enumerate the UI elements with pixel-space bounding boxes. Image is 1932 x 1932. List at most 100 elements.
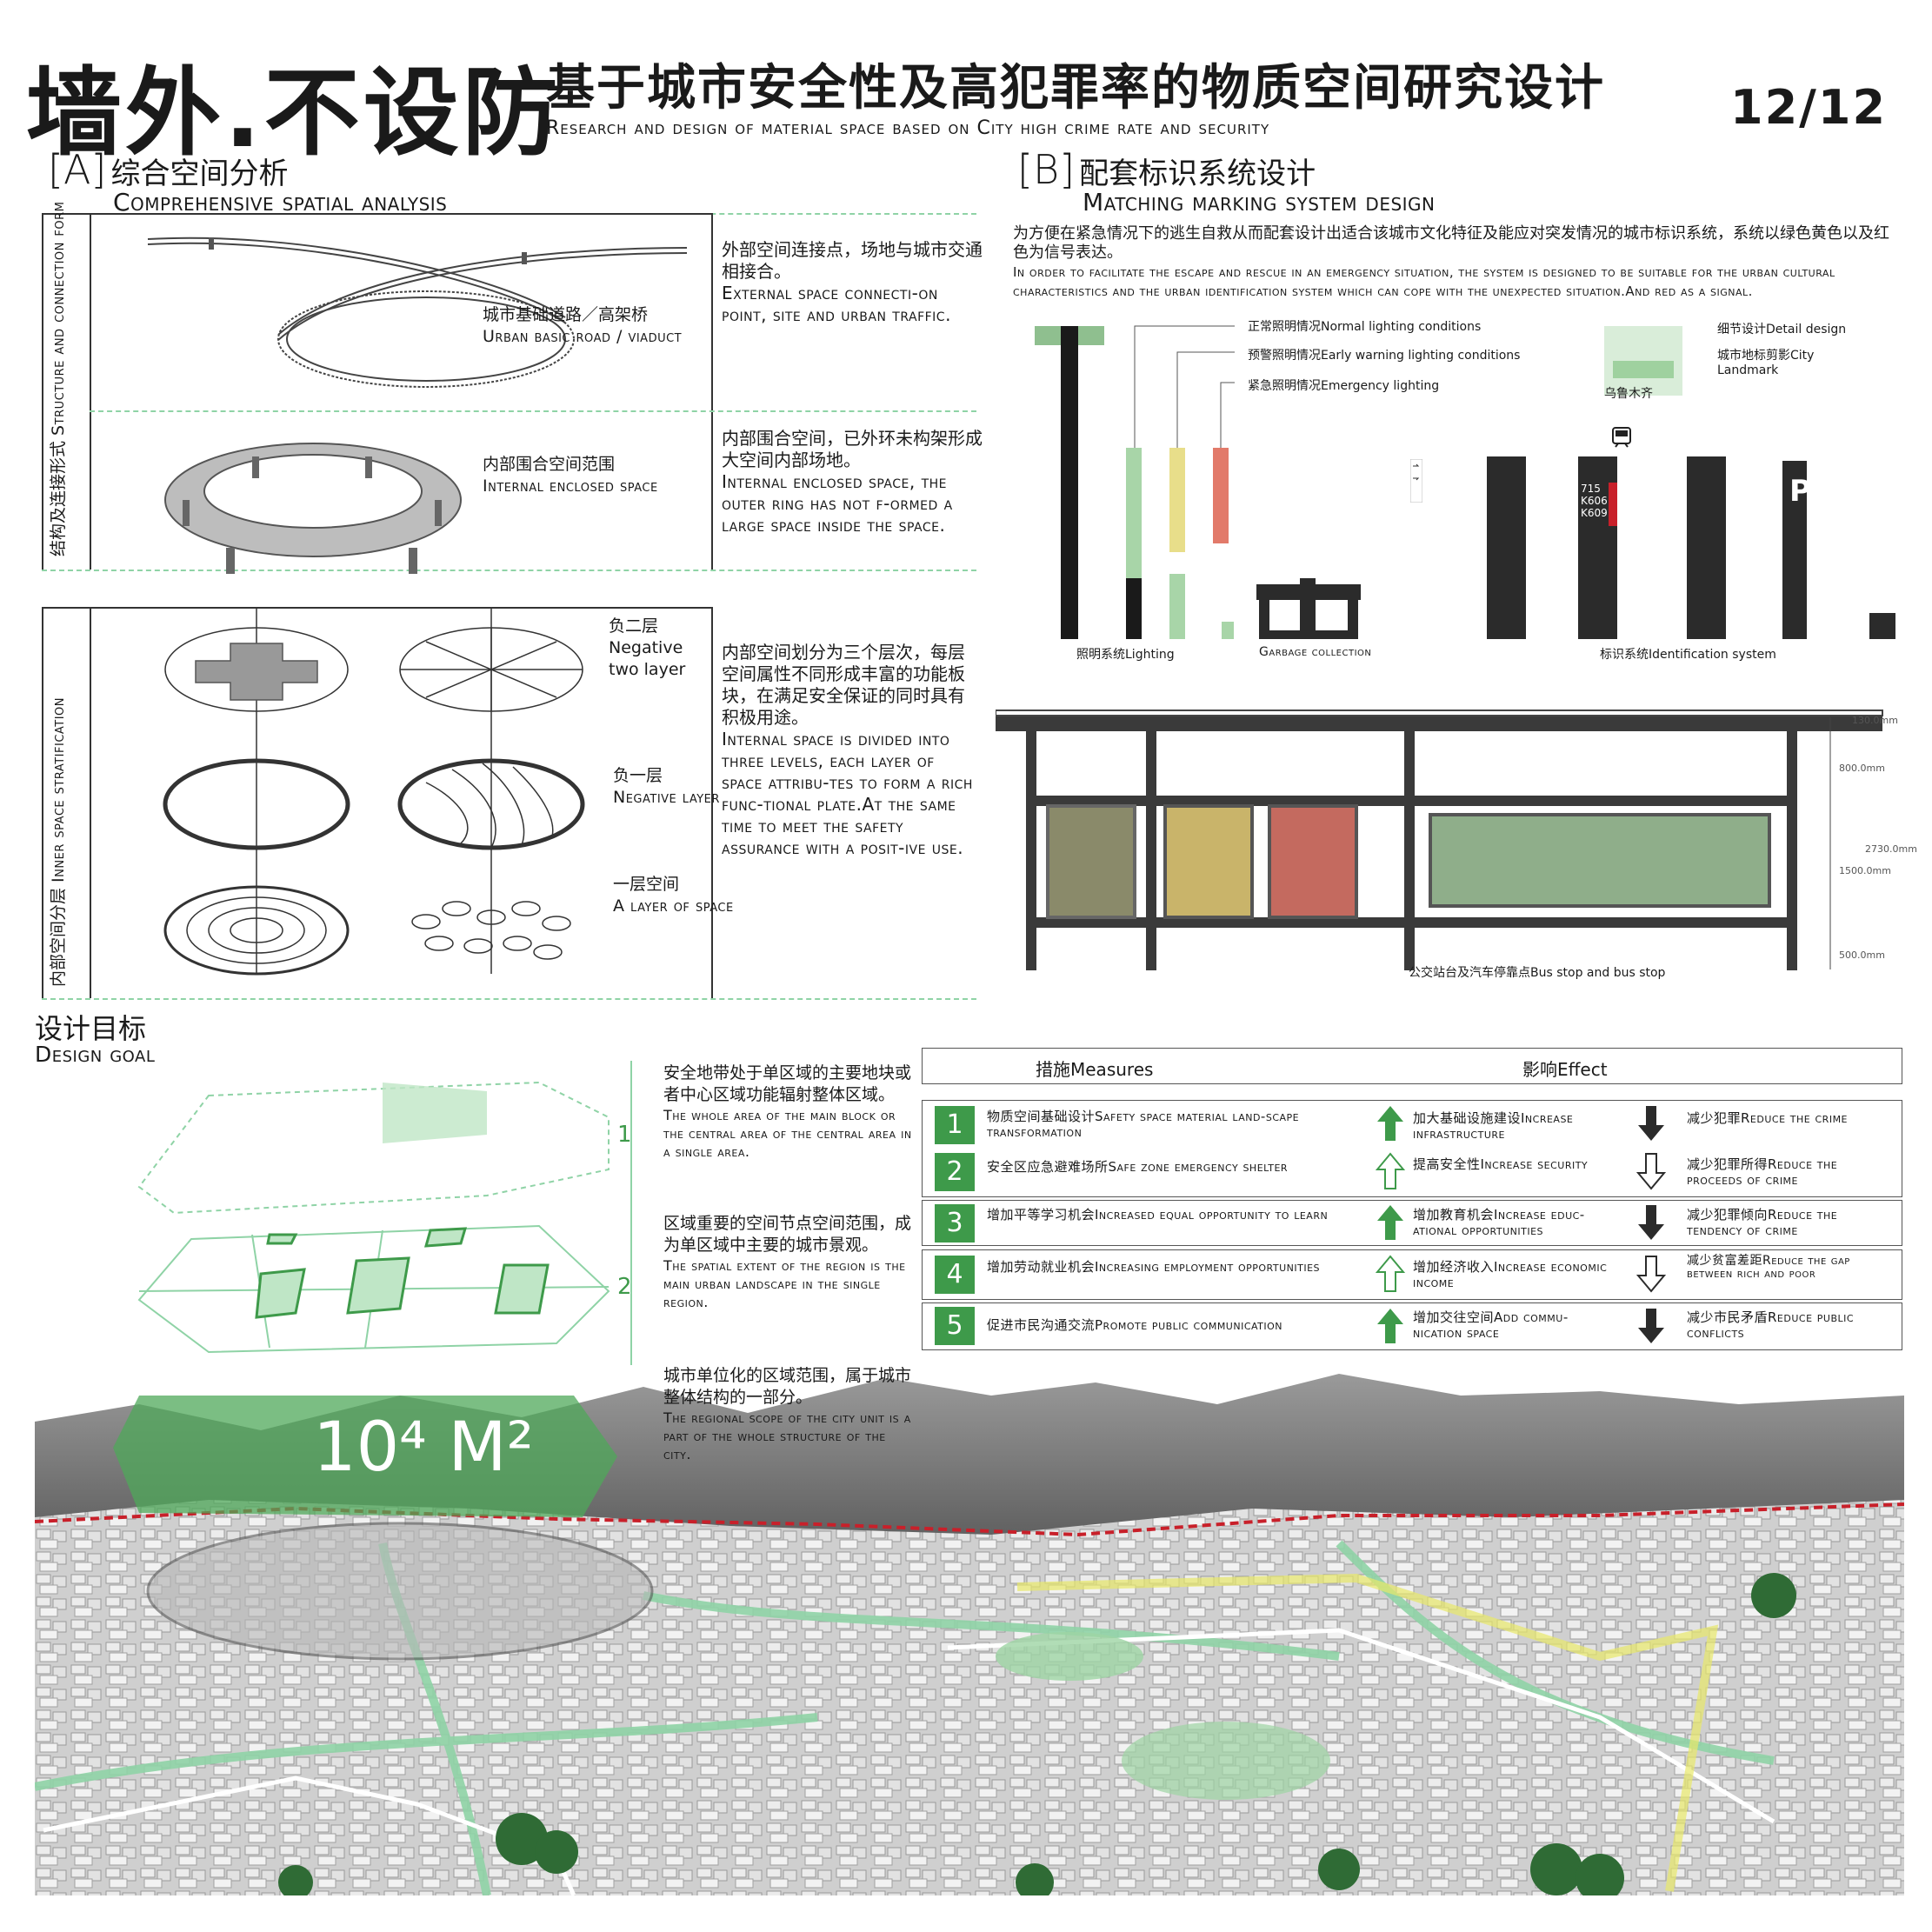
goal-level-2-cn: 区域重要的空间节点空间范围，成为单区域中主要的城市景观。 <box>663 1214 912 1255</box>
structure-box-inner-rule <box>90 213 91 570</box>
enclosed-desc-cn: 内部围合空间，已外环未构架形成大空间内部场地。 <box>722 428 983 470</box>
structure-label-cn: 结构及连接形式 <box>49 440 68 556</box>
measure-number: 1 <box>935 1106 975 1144</box>
landmark-city-name: 乌鲁木齐 <box>1604 387 1653 401</box>
viaduct-drawing <box>147 237 688 388</box>
effect-down-text: 减少犯罪所得Reduce the proceeds of crime <box>1687 1156 1838 1188</box>
page-number: 12/12 <box>1730 80 1888 135</box>
effect-up-text: 提高安全性Increase security <box>1413 1156 1589 1172</box>
goal-diagram <box>137 1081 610 1354</box>
section-b-heading: [B] 配套标识系统设计 <box>1017 146 1316 193</box>
measure-text: 物质空间基础设计Safety space material land-scape… <box>987 1109 1300 1140</box>
stratification-desc: 内部空间划分为三个层次，每层空间属性不同形成丰富的功能板块，在满足安全保证的同时… <box>722 642 974 859</box>
measure-text: 安全区应急避难场所Safe zone emergency shelter <box>987 1159 1289 1175</box>
road-desc-cn: 外部空间连接点，场地与城市交通相接合。 <box>722 239 983 282</box>
section-b-letter: [B] <box>1017 146 1076 193</box>
measures-group <box>922 1302 1902 1350</box>
measure-number: 4 <box>935 1256 975 1294</box>
goal-level-1-en: The whole area of the main block or the … <box>663 1107 912 1160</box>
section-a-heading: [A] 综合空间分析 <box>48 146 288 193</box>
road-desc: 外部空间连接点，场地与城市交通相接合。 External space conne… <box>722 239 983 326</box>
measure-text: 促进市民沟通交流Promote public communication <box>987 1317 1283 1333</box>
detail-design-label: 细节设计Detail design <box>1717 323 1847 336</box>
pointer-arrow-icon <box>1409 458 1423 506</box>
main-title: 墙外.不设防 <box>26 57 562 169</box>
stratification-desc-en: Internal space is divided into three lev… <box>722 729 973 858</box>
effect-up-text: 增加交往空间Add commu-nication space <box>1413 1309 1569 1341</box>
effect-up-text: 增加教育机会Increase educ-ational opportunitie… <box>1413 1207 1585 1238</box>
section-a-title-cn: 综合空间分析 <box>110 157 289 191</box>
arrow-down-icon <box>1636 1152 1667 1194</box>
goal-level-3: 城市单位化的区域范围，属于城市整体结构的一部分。 The regional sc… <box>663 1365 916 1463</box>
stratification-label: 内部空间分层 Inner space stratification <box>45 697 69 987</box>
layer-neg1-cn: 负一层 <box>613 766 663 785</box>
section-b-title-cn: 配套标识系统设计 <box>1079 157 1316 191</box>
section-b-desc-en: In order to facilitate the escape and re… <box>1013 264 1835 299</box>
effect-up-text: 增加经济收入Increase economic income <box>1413 1259 1608 1290</box>
train-icon <box>1610 426 1633 454</box>
dim-label: 2730.0mm <box>1865 843 1917 855</box>
structure-label-en: Structure and connection form <box>49 201 68 436</box>
layer-one-en: A layer of space <box>613 896 734 916</box>
caption-garbage: Garbage collection <box>1259 645 1372 659</box>
layer-one-cn: 一层空间 <box>613 875 680 894</box>
section-a-letter: [A] <box>48 146 107 193</box>
measures-group <box>922 1200 1902 1246</box>
arrow-down-icon <box>1636 1307 1666 1349</box>
arrow-up-icon <box>1375 1255 1406 1296</box>
enclosed-label: 内部围合空间范围 Internal enclosed space <box>483 454 658 497</box>
layer-neg1-label: 负一层 Negative layer <box>613 765 720 809</box>
structure-box <box>42 213 713 571</box>
stratification-label-en: Inner space stratification <box>49 696 68 883</box>
area-label: 10⁴ M² <box>313 1409 534 1487</box>
subtitle-en: Research and design of material space ba… <box>546 117 1270 139</box>
bus-route: K606 <box>1581 495 1608 507</box>
structure-box-right-rule <box>711 213 713 570</box>
measure-text: 增加劳动就业机会Increasing employment opportunit… <box>987 1259 1321 1275</box>
divider <box>42 998 976 1000</box>
effect-header-label: 影响Effect <box>1522 1059 1608 1080</box>
arrow-down-icon <box>1636 1203 1666 1245</box>
goal-level-3-cn: 城市单位化的区域范围，属于城市整体结构的一部分。 <box>663 1366 912 1407</box>
stratification-box <box>42 607 713 1000</box>
effect-down-text: 减少犯罪倾向Reduce the tendency of crime <box>1687 1207 1838 1238</box>
goal-level-1: 安全地带处于单区域的主要地块或者中心区域功能辐射整体区域。 The whole … <box>663 1063 916 1161</box>
city-render <box>35 1374 1904 1895</box>
layers-drawing <box>163 609 585 976</box>
stratification-desc-cn: 内部空间划分为三个层次，每层空间属性不同形成丰富的功能板块，在满足安全保证的同时… <box>722 642 965 728</box>
measure-number: 5 <box>935 1307 975 1345</box>
effect-up-text: 加大基础设施建设Increase infrastructure <box>1413 1110 1574 1142</box>
enclosed-label-cn: 内部围合空间范围 <box>483 455 616 474</box>
measure-number: 3 <box>935 1204 975 1242</box>
goal-level-2-en: The spatial extent of the region is the … <box>663 1257 906 1310</box>
road-label-en: Urban basic road / viaduct <box>483 327 683 346</box>
arrow-up-icon <box>1376 1104 1405 1146</box>
goal-level-3-en: The regional scope of the city unit is a… <box>663 1409 911 1462</box>
light-normal-label: 正常照明情况Normal lighting conditions <box>1248 320 1482 334</box>
caption-lighting: 照明系统Lighting <box>1076 648 1175 662</box>
arrow-down-icon <box>1636 1255 1667 1296</box>
section-b-desc: 为方便在紧急情况下的逃生自救从而配套设计出适合该城市文化特征及能应对突发情况的城… <box>1013 224 1900 301</box>
goal-bracket <box>604 1061 632 1365</box>
bus-route: K609 <box>1581 507 1608 519</box>
section-b-title-en: Matching marking system design <box>1083 188 1436 217</box>
light-warning-label: 预警照明情况Early warning lighting conditions <box>1248 349 1521 363</box>
measure-number: 2 <box>935 1153 975 1191</box>
stratification-box-right-rule <box>711 607 713 998</box>
effect-down-text: 减少犯罪Reduce the crime <box>1687 1110 1849 1126</box>
layer-neg1-en: Negative layer <box>613 788 720 807</box>
enclosed-label-en: Internal enclosed space <box>483 476 658 496</box>
goal-level-2: 区域重要的空间节点空间范围，成为单区域中主要的城市景观。 The spatial… <box>663 1213 916 1311</box>
effect-down-text: 减少贫富差距Reduce the gap between rich and po… <box>1687 1254 1850 1281</box>
bus-stop-caption: 公交站台及汽车停靠点Bus stop and bus stop <box>1409 966 1666 980</box>
dim-label: 1500.0mm <box>1839 865 1891 876</box>
light-emergency-label: 紧急照明情况Emergency lighting <box>1248 379 1440 393</box>
road-desc-en: External space connecti-on point, site a… <box>722 283 951 325</box>
parking-icon: P <box>1789 474 1811 509</box>
measures-group <box>922 1249 1902 1300</box>
stratification-label-cn: 内部空间分层 <box>49 887 68 987</box>
design-goal-title-cn: 设计目标 <box>35 1012 147 1045</box>
bus-stop-drawing <box>996 710 1883 970</box>
divider <box>42 570 976 571</box>
caption-identification: 标识系统Identification system <box>1600 648 1776 662</box>
